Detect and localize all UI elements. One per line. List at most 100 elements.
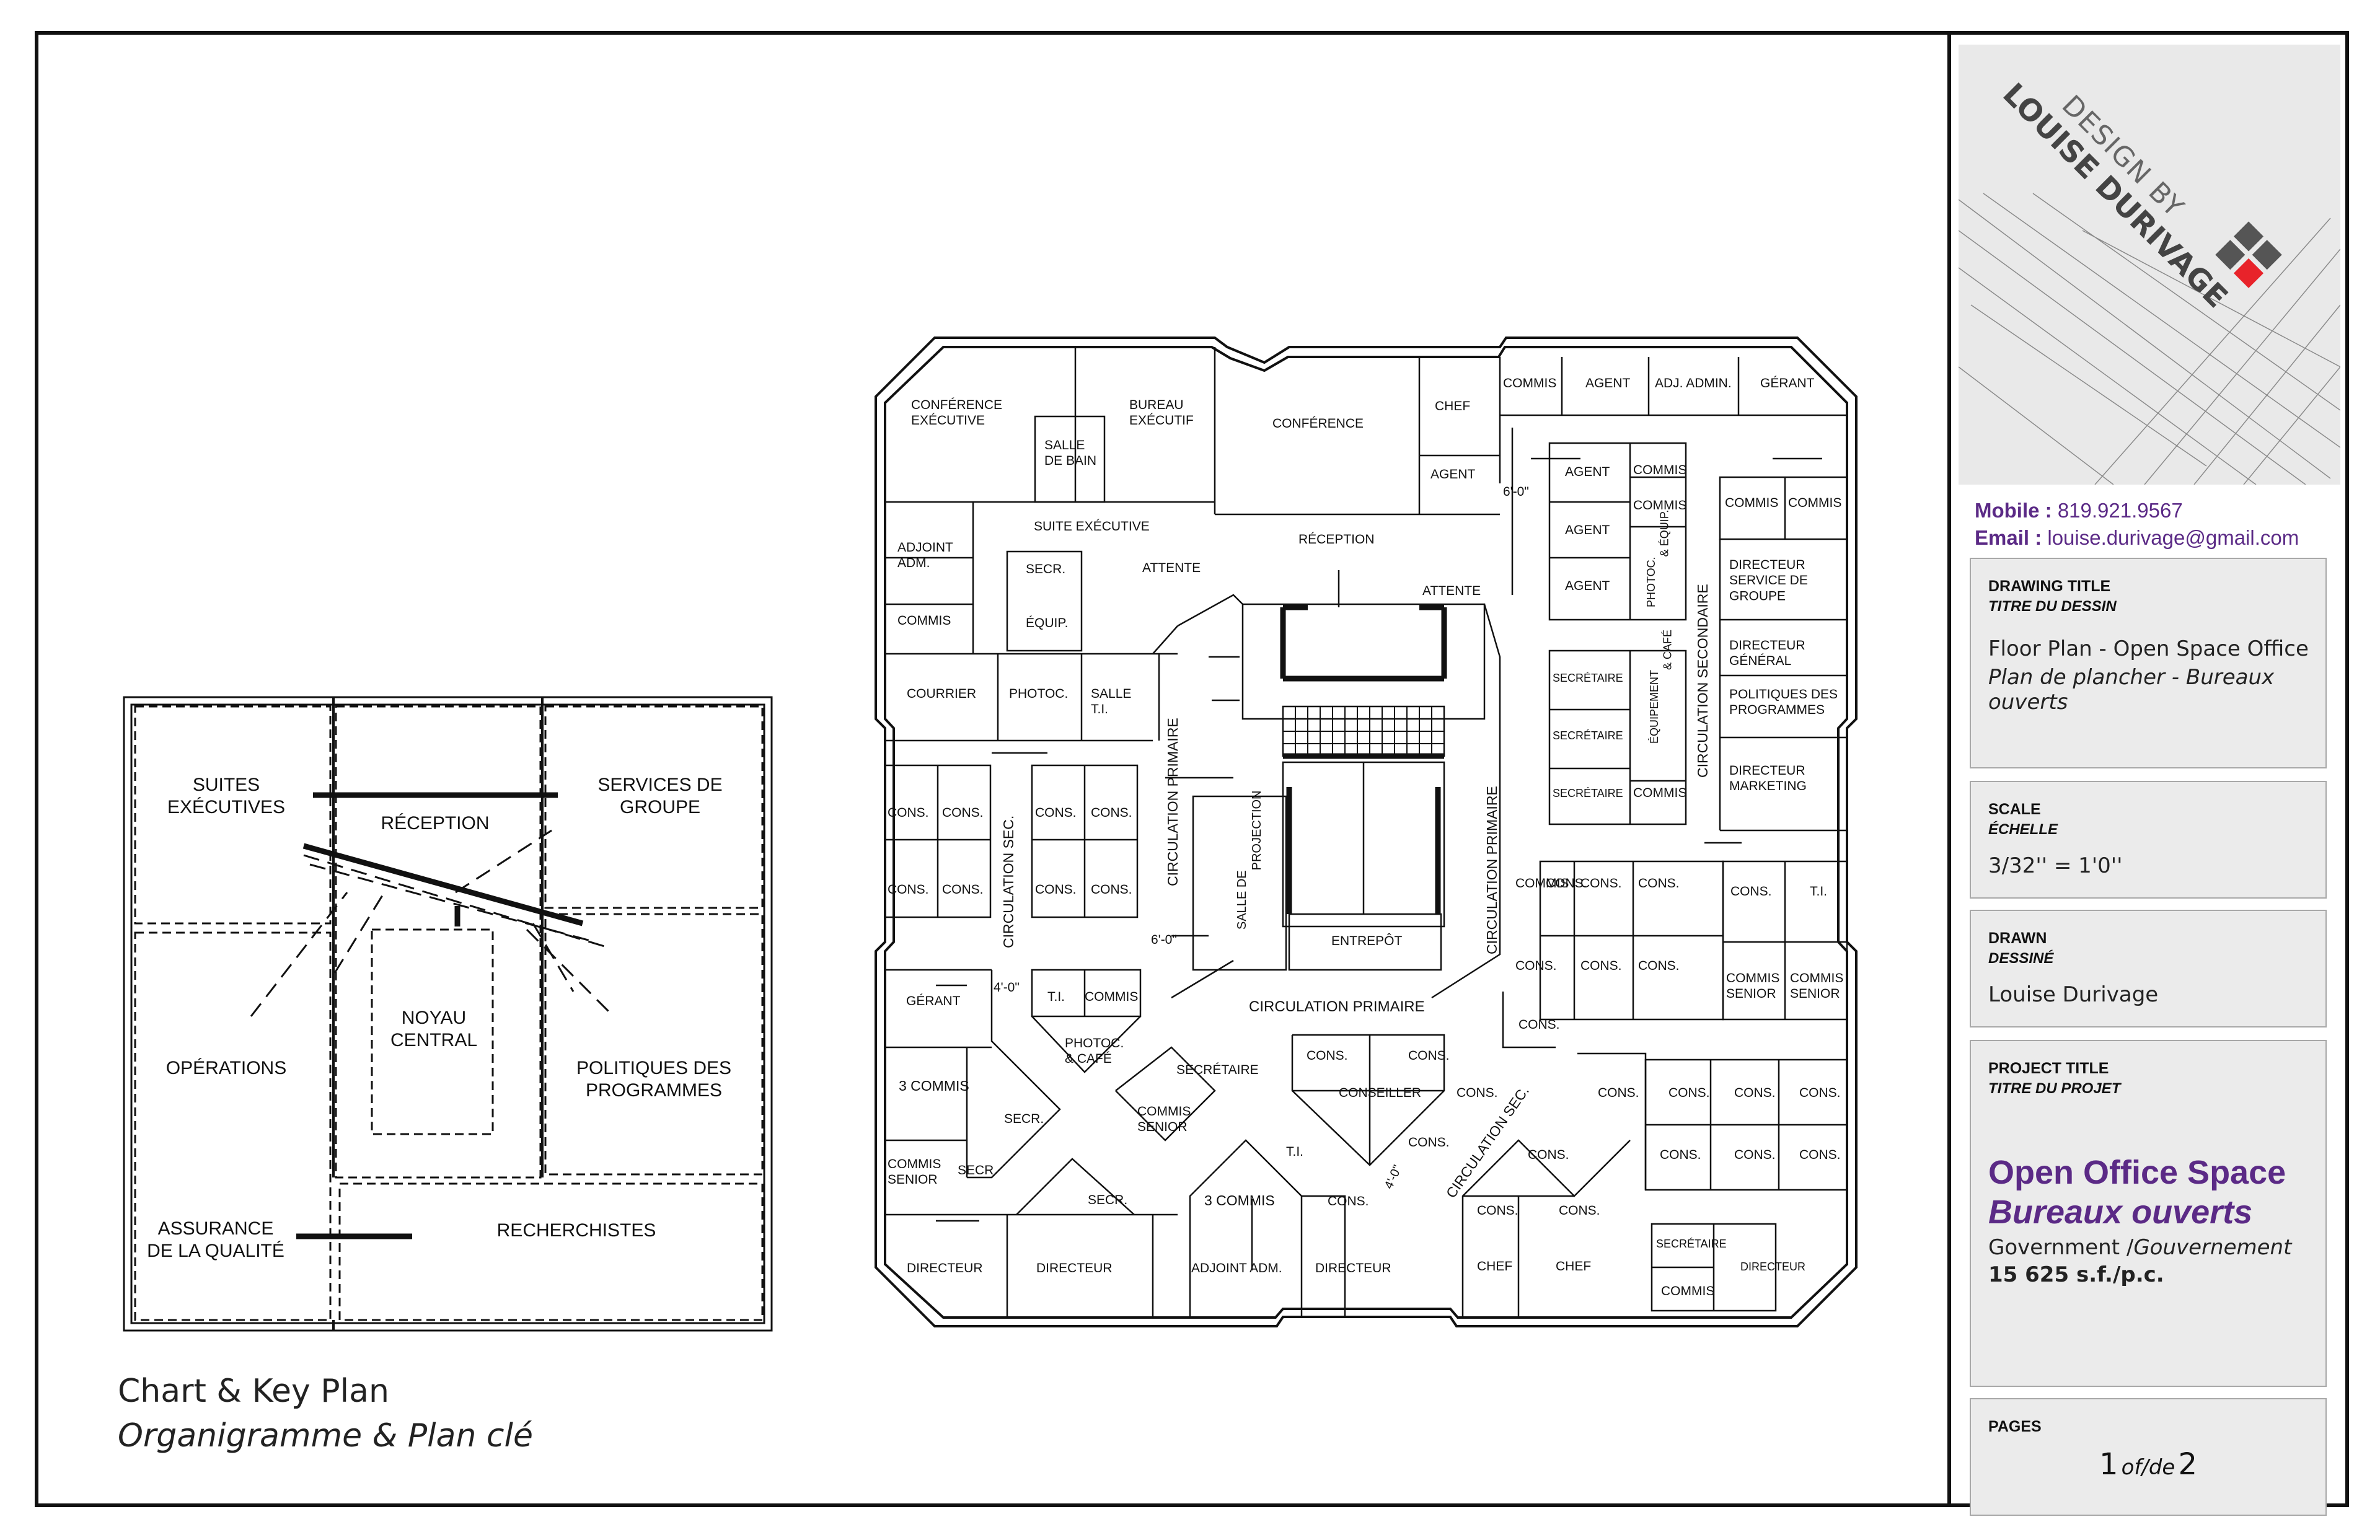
fp-suite-exec: SUITE EXÉCUTIVE [1034, 519, 1150, 534]
fp-cons-rb3: CONS. [1799, 1086, 1841, 1100]
project-title-en: Open Office Space [1988, 1154, 2286, 1191]
fp-3-commis-left: 3 COMMIS [899, 1078, 969, 1094]
pages-label: PAGES [1988, 1418, 2042, 1435]
drawn-box: DRAWN DESSINÉ Louise Durivage [1970, 910, 2327, 1027]
title-block: DESIGN BY LOUISE DURIVAGE Mobile : 819.9… [1947, 31, 2349, 1516]
fp-cons-r5: CONS. [1580, 959, 1622, 973]
fp-secr-top: SECR. [1026, 562, 1065, 576]
email-address: louise.durivage@gmail.com [2047, 526, 2299, 549]
fp-cons-l7: CONS. [1035, 882, 1077, 897]
fp-cons-mid: CONS. [1328, 1194, 1369, 1208]
drawn-sub: DESSINÉ [1988, 950, 2054, 967]
fp-secretaire-rb: SECRÉTAIRE [1656, 1238, 1727, 1250]
mobile-label: Mobile : [1975, 499, 2052, 522]
fp-gerant-left: GÉRANT [906, 994, 961, 1008]
fp-commis-r5: COMMIS [1515, 876, 1569, 891]
fp-agent-r2: AGENT [1565, 523, 1610, 537]
designer-logo: DESIGN BY LOUISE DURIVAGE [1959, 45, 2340, 485]
drawing-title-box: DRAWING TITLE TITRE DU DESSIN Floor Plan… [1970, 558, 2327, 768]
fp-commis-r3: COMMIS [1725, 496, 1778, 510]
drawing-title-en: Floor Plan - Open Space Office [1988, 636, 2309, 661]
fp-commis-left2: COMMIS [1085, 990, 1138, 1004]
key-recherchistes-label: RECHERCHISTES [497, 1220, 656, 1241]
fp-circ-primaire-right: CIRCULATION PRIMAIRE [1484, 786, 1500, 954]
fp-commis-top: COMMIS [1503, 376, 1556, 390]
fp-salle-projection: SALLE DEPROJECTION [1235, 790, 1264, 930]
fp-cons-r8: CONS. [1730, 884, 1772, 899]
caption-line2: Organigramme & Plan clé [118, 1417, 533, 1454]
key-plan-caption: Chart & Key Plan Organigramme & Plan clé [118, 1373, 533, 1454]
fp-circ-sec-diag: CIRCULATION SEC. [1443, 1083, 1532, 1200]
fp-cons-l6: CONS. [1091, 806, 1132, 820]
drawn-value: Louise Durivage [1988, 982, 2159, 1007]
fp-commis-r1: COMMIS [1633, 463, 1686, 477]
page-total: 2 [2178, 1447, 2197, 1482]
fp-directeur-2: DIRECTEUR [1036, 1261, 1113, 1275]
logo-diamond-icon [2215, 221, 2282, 288]
fp-chef-b1: CHEF [1477, 1259, 1512, 1274]
floor-plan [875, 337, 1858, 1327]
of-de-label: of/de [2121, 1455, 2175, 1480]
fp-commis-r4: COMMIS [1788, 496, 1841, 510]
fp-agent-top: AGENT [1430, 467, 1476, 482]
project-title-label: PROJECT TITLE [1988, 1060, 2109, 1077]
project-title-box: PROJECT TITLE TITRE DU PROJET Open Offic… [1970, 1040, 2327, 1387]
fp-cons-rb7: CONS. [1528, 1148, 1569, 1162]
fp-cons-rb2: CONS. [1734, 1086, 1776, 1100]
fp-cons-l3: CONS. [888, 882, 929, 897]
fp-circ-sec-left: CIRCULATION SEC. [1000, 816, 1016, 948]
fp-cons-c4: CONS. [1408, 1135, 1450, 1150]
fp-cons-l4: CONS. [942, 882, 984, 897]
fp-photoc-cafe: PHOTOC.& CAFÉ [1065, 1036, 1124, 1066]
fp-circ-sec-right: CIRCULATION SECONDAIRE [1695, 584, 1711, 778]
page-number: 1 [2099, 1447, 2118, 1482]
fp-cons-r7: CONS. [1518, 1018, 1560, 1032]
logo-name: LOUISE DURIVAGE [1996, 77, 2234, 315]
fp-3-commis-mid: 3 COMMIS [1204, 1192, 1275, 1208]
fp-cons-r3: CONS. [1638, 876, 1680, 891]
fp-equipement-cafe-v: ÉQUIPEMENT& CAFÉ [1648, 630, 1674, 744]
scale-value: 3/32'' = 1'0'' [1988, 853, 2123, 878]
fp-cons-rb0: CONS. [1598, 1086, 1639, 1100]
fp-cons-r4: CONS. [1515, 959, 1557, 973]
fp-secretaire-3: SECRÉTAIRE [1553, 787, 1623, 799]
scale-box: SCALE ÉCHELLE 3/32'' = 1'0'' [1970, 781, 2327, 899]
fp-chef-b2: CHEF [1556, 1259, 1591, 1274]
drawing-title-fr: Plan de plancher - Bureaux ouverts [1988, 665, 2275, 715]
contact-info: Mobile : 819.921.9567 Email : louise.dur… [1975, 497, 2299, 552]
fp-commis-sec: COMMIS [1633, 786, 1686, 800]
fp-cons-rb1: CONS. [1668, 1086, 1710, 1100]
email-label: Email : [1975, 526, 2042, 549]
fp-agent-r1: AGENT [1565, 465, 1610, 479]
mobile-number: 819.921.9567 [2057, 499, 2183, 522]
fp-directeur-3: DIRECTEUR [1315, 1261, 1391, 1275]
fp-equip-top: ÉQUIP. [1026, 616, 1068, 630]
fp-cons-l8: CONS. [1091, 882, 1132, 897]
fp-directeur-rb: DIRECTEUR [1740, 1261, 1805, 1273]
fp-cons-r6: CONS. [1638, 959, 1680, 973]
fp-cons-r2: CONS. [1580, 876, 1622, 891]
fp-secretaire-1: SECRÉTAIRE [1553, 672, 1623, 684]
fp-agent-top2: AGENT [1585, 376, 1631, 390]
key-reception-label: RÉCEPTION [381, 813, 489, 834]
fp-cons-c1: CONS. [1307, 1049, 1348, 1063]
pages-box: PAGES 1 of/de 2 [1970, 1398, 2327, 1516]
scale-label: SCALE [1988, 801, 2041, 818]
fp-circ-primaire-left: CIRCULATION PRIMAIRE [1165, 718, 1181, 886]
drawn-label: DRAWN [1988, 930, 2047, 947]
fp-gerant-top: GÉRANT [1760, 376, 1815, 390]
fp-commis-rb: COMMIS [1661, 1284, 1714, 1298]
caption-line1: Chart & Key Plan [118, 1373, 389, 1410]
